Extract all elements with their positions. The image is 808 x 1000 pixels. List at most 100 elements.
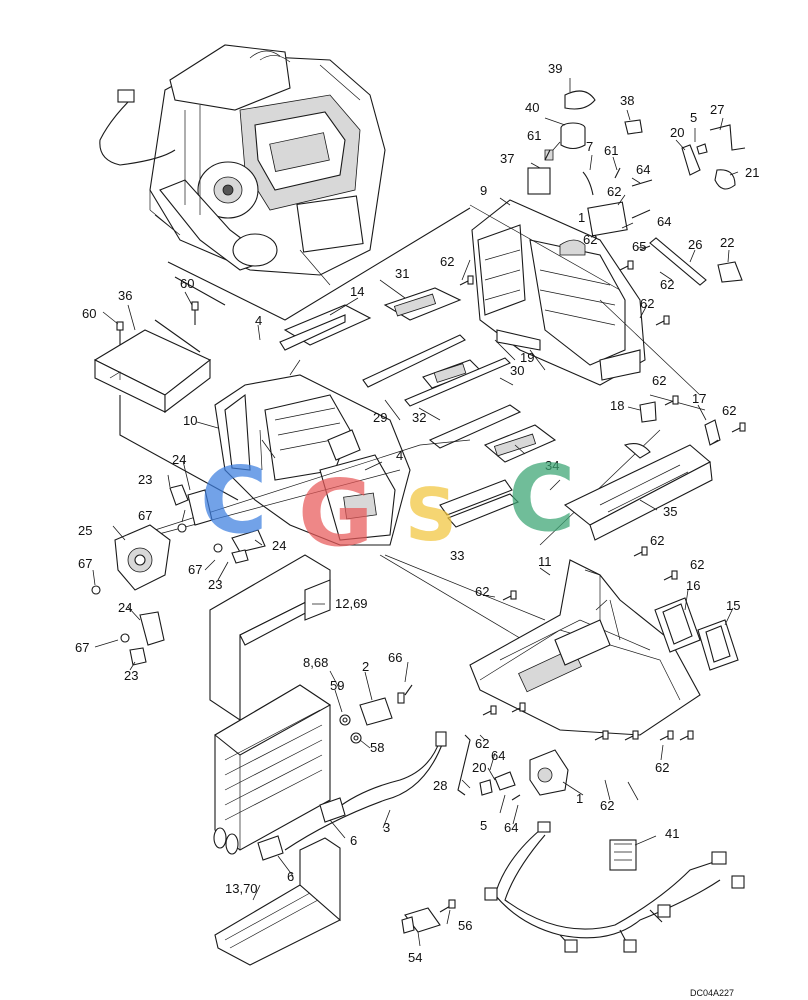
callout-24a: 24 <box>172 452 186 467</box>
callout-62b: 62 <box>583 232 597 247</box>
upper-housing <box>471 199 646 386</box>
callout-24c: 24 <box>118 600 132 615</box>
callout-36: 36 <box>118 288 132 303</box>
fasteners <box>459 260 746 741</box>
callout-62e: 62 <box>640 296 654 311</box>
callout-26: 26 <box>688 237 702 252</box>
callout-25: 25 <box>78 523 92 538</box>
callout-67a: 67 <box>138 508 152 523</box>
watermark-letter-2: G <box>298 460 374 567</box>
callout-28: 28 <box>433 778 447 793</box>
callout-2: 2 <box>362 659 369 674</box>
callout-1b: 1 <box>576 791 583 806</box>
callout-20a: 20 <box>670 125 684 140</box>
long-leaders <box>154 429 661 651</box>
watermark-letter-3: S <box>405 473 457 557</box>
callout-18: 18 <box>610 398 624 413</box>
callout-24b: 24 <box>272 538 286 553</box>
callout-4a: 4 <box>255 313 262 328</box>
callout-3: 3 <box>383 820 390 835</box>
callout-64b: 64 <box>657 214 671 229</box>
callout-12-69: 12,69 <box>335 596 368 611</box>
callout-27: 27 <box>710 102 724 117</box>
callout-67c: 67 <box>78 556 92 571</box>
callout-35: 35 <box>663 504 677 519</box>
callout-33: 33 <box>450 548 464 563</box>
callout-62h: 62 <box>650 533 664 548</box>
callout-1a: 1 <box>578 210 585 225</box>
callout-20b: 20 <box>472 760 486 775</box>
callout-62k: 62 <box>475 736 489 751</box>
callout-38: 38 <box>620 93 634 108</box>
callout-11: 11 <box>538 554 552 569</box>
filters <box>279 287 557 528</box>
ecu-bracket-lines <box>154 276 226 353</box>
callout-31: 31 <box>395 266 409 281</box>
callout-65: 65 <box>632 239 646 254</box>
watermark: C G S C <box>200 445 576 567</box>
callout-62a: 62 <box>607 184 621 199</box>
callout-15: 15 <box>726 598 740 613</box>
callout-23b: 23 <box>208 577 222 592</box>
callout-7: 7 <box>586 139 593 154</box>
callout-5b: 5 <box>480 818 487 833</box>
callout-17: 17 <box>692 391 706 406</box>
callout-10: 10 <box>183 413 197 428</box>
callout-9: 9 <box>480 183 487 198</box>
callout-60b: 60 <box>82 306 96 321</box>
callout-34: 34 <box>545 458 559 473</box>
callout-54: 54 <box>408 950 422 965</box>
callout-32: 32 <box>412 410 426 425</box>
wiring-harness <box>484 821 745 953</box>
lower-case <box>469 559 701 736</box>
callout-67b: 67 <box>188 562 202 577</box>
callout-64a: 64 <box>636 162 650 177</box>
callout-62i: 62 <box>690 557 704 572</box>
diagram-code: DC04A227 <box>690 988 734 998</box>
callout-41: 41 <box>665 826 679 841</box>
control-module-box <box>93 301 212 414</box>
callout-59: 59 <box>330 678 344 693</box>
callout-64c: 64 <box>491 748 505 763</box>
callout-56: 56 <box>458 918 472 933</box>
callout-19: 19 <box>520 350 534 365</box>
callout-62j: 62 <box>475 584 489 599</box>
callout-62l: 62 <box>655 760 669 775</box>
callout-62f: 62 <box>652 373 666 388</box>
callout-6a: 6 <box>350 833 357 848</box>
callout-61a: 61 <box>527 128 541 143</box>
callout-13-70: 13,70 <box>225 881 258 896</box>
callout-62d: 62 <box>660 277 674 292</box>
callout-6b: 6 <box>287 869 294 884</box>
drain-pan <box>214 837 341 966</box>
sensor-wiring <box>257 731 447 861</box>
upper-right-parts <box>527 90 746 286</box>
callout-62c: 62 <box>440 254 454 269</box>
callout-30: 30 <box>510 363 524 378</box>
expansion-valve <box>339 684 413 744</box>
clip-bracket <box>401 899 456 934</box>
evaporator-and-cover <box>209 554 332 855</box>
callout-23a: 23 <box>138 472 152 487</box>
callout-16: 16 <box>686 578 700 593</box>
callout-29: 29 <box>373 410 387 425</box>
callout-37: 37 <box>500 151 514 166</box>
callout-5a: 5 <box>690 110 697 125</box>
callout-40: 40 <box>525 100 539 115</box>
callout-66: 66 <box>388 650 402 665</box>
mode-actuator <box>457 734 569 801</box>
duct-gaskets <box>654 597 739 671</box>
callout-58: 58 <box>370 740 384 755</box>
ecu-leader <box>119 395 239 501</box>
callout-8-68: 8,68 <box>303 655 328 670</box>
callout-61b: 61 <box>604 143 618 158</box>
main-case <box>214 359 411 546</box>
section-divider <box>167 207 471 321</box>
callout-62g: 62 <box>722 403 736 418</box>
callout-leaders <box>92 78 739 947</box>
assembled-heater-unit <box>99 44 386 286</box>
callout-21: 21 <box>745 165 759 180</box>
callout-67d: 67 <box>75 640 89 655</box>
callout-14: 14 <box>350 284 364 299</box>
